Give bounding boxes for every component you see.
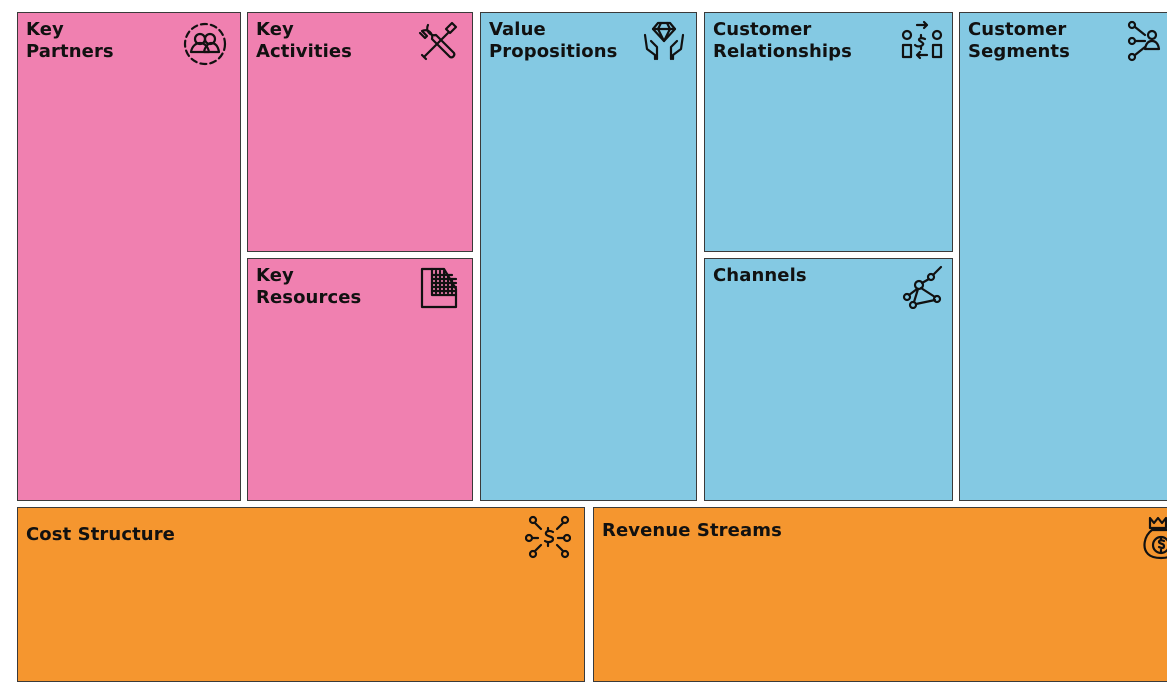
key-partners-title: Key Partners bbox=[26, 19, 114, 62]
key-partners-block: Key Partners bbox=[17, 12, 241, 501]
key-activities-title: Key Activities bbox=[256, 19, 352, 62]
customer-relationships-block: Customer Relationships bbox=[704, 12, 953, 252]
customer-segments-title: Customer Segments bbox=[968, 19, 1070, 62]
diamond-hands-icon bbox=[641, 17, 687, 63]
customer-segments-block: Customer Segments bbox=[959, 12, 1167, 501]
customer-relationships-title: Customer Relationships bbox=[713, 19, 852, 62]
channels-block: Channels bbox=[704, 258, 953, 501]
segments-icon bbox=[1126, 17, 1167, 63]
key-activities-block: Key Activities bbox=[247, 12, 473, 252]
resources-grid-icon bbox=[416, 265, 462, 311]
channels-title: Channels bbox=[713, 265, 807, 286]
key-resources-title: Key Resources bbox=[256, 265, 362, 308]
network-icon bbox=[899, 263, 945, 309]
key-resources-block: Key Resources bbox=[247, 258, 473, 501]
revenue-streams-block: Revenue Streams bbox=[593, 507, 1167, 682]
revenue-streams-title: Revenue Streams bbox=[602, 520, 782, 541]
cost-network-icon bbox=[525, 514, 571, 560]
tools-icon bbox=[416, 19, 462, 65]
value-propositions-title: Value Propositions bbox=[489, 19, 618, 62]
relationship-exchange-icon bbox=[899, 17, 945, 63]
money-bag-icon bbox=[1138, 514, 1167, 560]
partners-icon bbox=[182, 21, 228, 67]
value-propositions-block: Value Propositions bbox=[480, 12, 697, 501]
cost-structure-title: Cost Structure bbox=[26, 524, 175, 545]
cost-structure-block: Cost Structure bbox=[17, 507, 585, 682]
